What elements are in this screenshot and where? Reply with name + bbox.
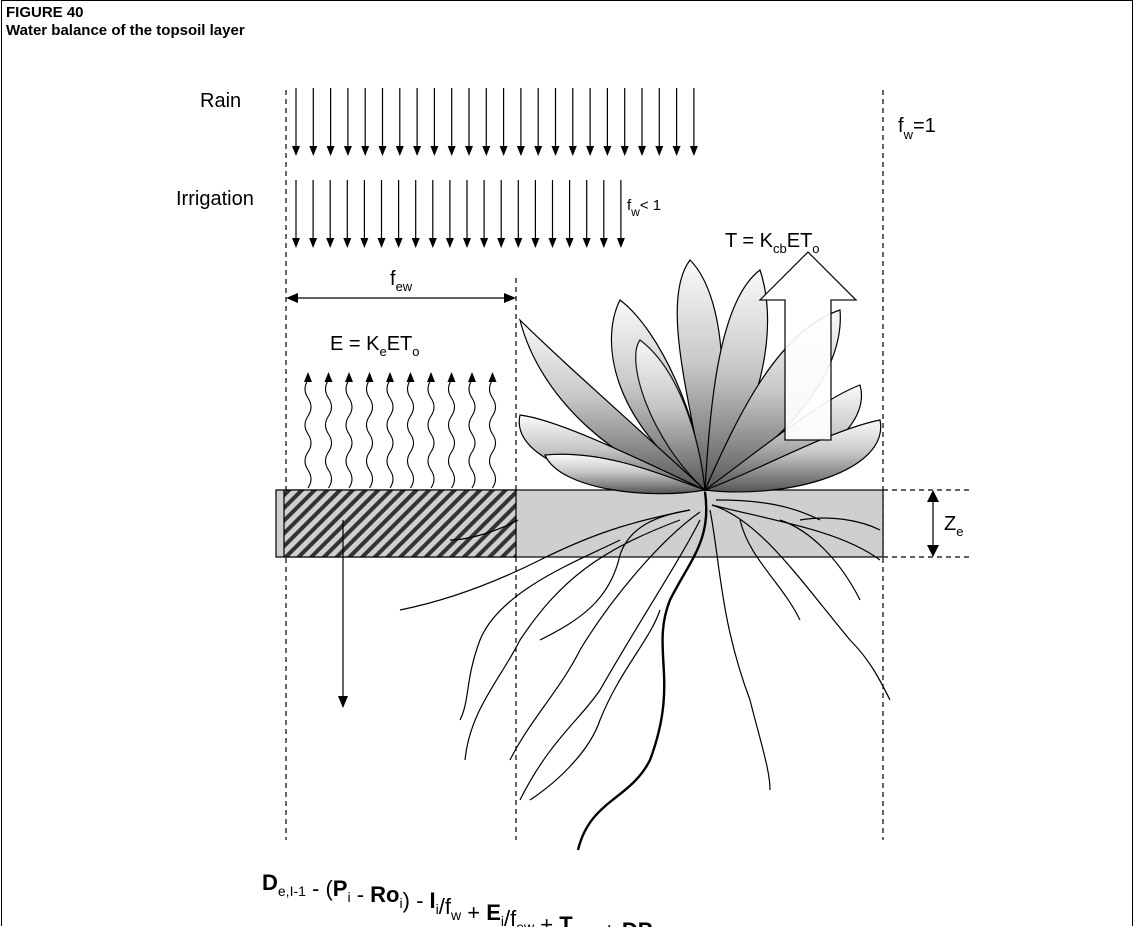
equation-term: D <box>262 870 278 895</box>
irrigation-arrow <box>378 180 386 248</box>
evaporation-arrow <box>345 372 353 488</box>
equation-term: DP <box>622 918 653 927</box>
rain-arrow <box>569 88 577 156</box>
irrigation-arrow <box>429 180 437 248</box>
rain-arrow <box>586 88 594 156</box>
evaporation-arrow <box>325 372 333 488</box>
irrigation-arrow <box>514 180 522 248</box>
irrigation-arrow <box>446 180 454 248</box>
rain-arrow <box>673 88 681 156</box>
irrigation-arrow <box>326 180 334 248</box>
rain-arrow <box>655 88 663 156</box>
equation-term: + <box>597 918 622 927</box>
evaporation-arrow <box>304 372 312 488</box>
transpiration-equation-label: T = KcbETo <box>725 230 820 256</box>
rain-arrows <box>292 88 698 156</box>
irrigation-arrow <box>480 180 488 248</box>
irrigation-arrow <box>566 180 574 248</box>
evaporation-arrow <box>386 372 394 488</box>
wetted-exposed-soil <box>284 490 516 557</box>
rain-arrow <box>361 88 369 156</box>
rain-arrow <box>379 88 387 156</box>
irrigation-arrows <box>292 180 625 248</box>
rain-arrow <box>309 88 317 156</box>
water-balance-equation: De,I-1 - (Pi - Roi) - Ii/fw + Ei/few + T… <box>262 870 711 927</box>
equation-subscript: e,I-1 <box>278 883 306 899</box>
equation-term: + <box>534 912 559 927</box>
rain-arrow <box>517 88 525 156</box>
rain-arrow <box>344 88 352 156</box>
irrigation-arrow <box>583 180 591 248</box>
evaporation-arrow <box>468 372 476 488</box>
rain-arrow <box>292 88 300 156</box>
irrigation-arrow <box>292 180 300 248</box>
evaporation-equation-label: E = KeETo <box>330 333 420 359</box>
fw-less-than-one-label: fw< 1 <box>627 197 661 219</box>
irrigation-arrow <box>549 180 557 248</box>
fw-equals-one-label: fw=1 <box>898 115 936 142</box>
ze-depth-arrow <box>927 490 939 557</box>
irrigation-arrow <box>600 180 608 248</box>
rain-arrow <box>603 88 611 156</box>
equation-subscript: ew <box>516 919 535 927</box>
rain-arrow <box>482 88 490 156</box>
rain-arrow <box>690 88 698 156</box>
rain-arrow <box>396 88 404 156</box>
irrigation-arrow <box>412 180 420 248</box>
irrigation-label: Irrigation <box>176 188 254 210</box>
evaporation-arrows <box>304 372 497 488</box>
irrigation-arrow <box>531 180 539 248</box>
irrigation-arrow <box>360 180 368 248</box>
rain-arrow <box>534 88 542 156</box>
ze-label: Ze <box>944 513 963 539</box>
rain-arrow <box>621 88 629 156</box>
equation-term: ) - <box>403 888 430 913</box>
irrigation-arrow <box>395 180 403 248</box>
equation-term: Ro <box>370 882 399 907</box>
evaporation-arrow <box>489 372 497 488</box>
irrigation-arrow <box>309 180 317 248</box>
rain-arrow <box>448 88 456 156</box>
rain-arrow <box>638 88 646 156</box>
evaporation-arrow <box>407 372 415 488</box>
equation-term: - ( <box>306 876 334 901</box>
equation-term: /f <box>504 906 517 927</box>
rain-arrow <box>430 88 438 156</box>
equation-term: E <box>486 900 501 925</box>
equation-term: - <box>351 882 371 907</box>
irrigation-arrow <box>343 180 351 248</box>
evaporation-arrow <box>427 372 435 488</box>
equation-term: + <box>461 900 486 925</box>
evaporation-arrow <box>366 372 374 488</box>
evaporation-arrow <box>448 372 456 488</box>
rain-arrow <box>465 88 473 156</box>
irrigation-arrow <box>497 180 505 248</box>
rain-arrow <box>327 88 335 156</box>
few-label: few <box>390 268 413 294</box>
equation-term: P <box>333 876 348 901</box>
rain-arrow <box>413 88 421 156</box>
equation-term: T <box>559 912 573 927</box>
irrigation-arrow <box>617 180 625 248</box>
irrigation-arrow <box>463 180 471 248</box>
few-width-arrow <box>286 293 516 303</box>
rain-label: Rain <box>200 90 241 112</box>
rain-arrow <box>552 88 560 156</box>
equation-term: /f <box>439 894 452 919</box>
rain-arrow <box>500 88 508 156</box>
